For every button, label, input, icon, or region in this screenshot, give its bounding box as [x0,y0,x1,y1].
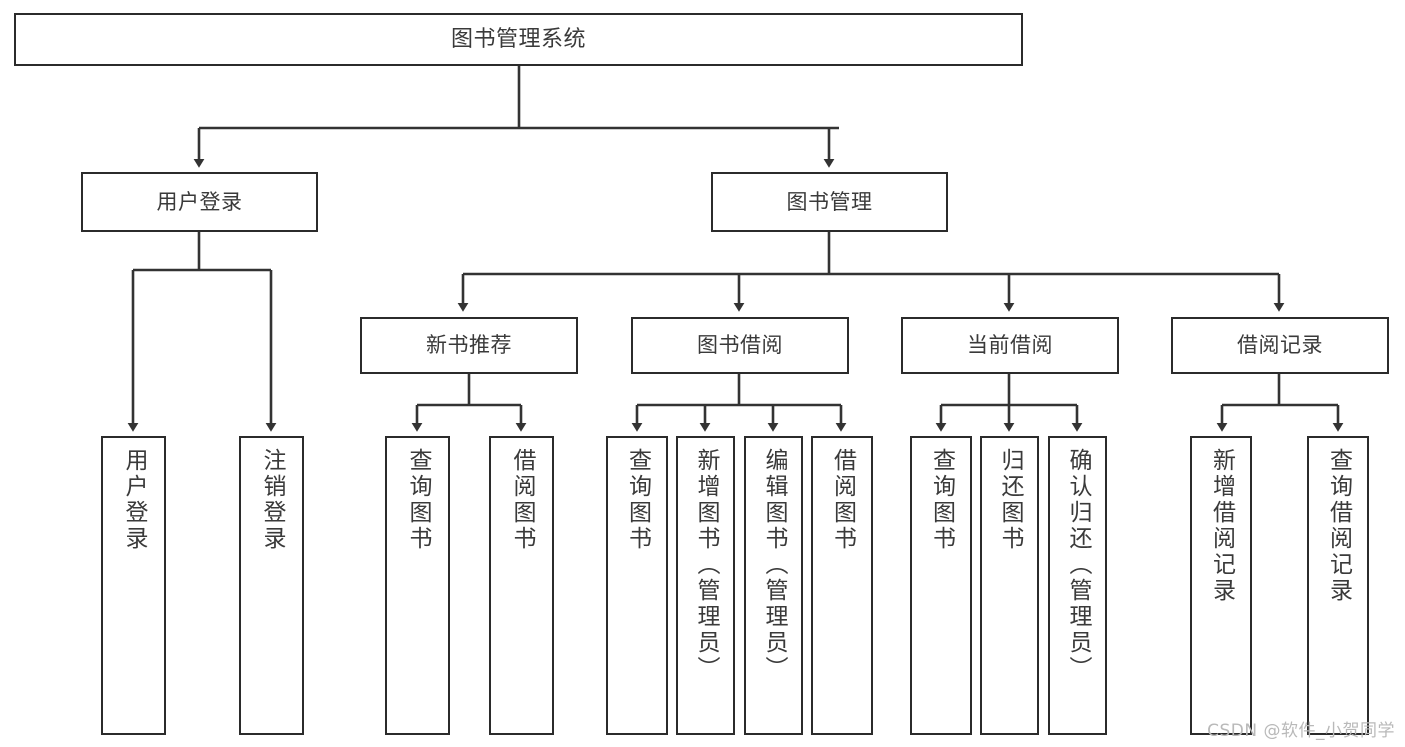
node-book-manage-label: 图书管理 [786,189,873,214]
node-book-borrow-label: 图书借阅 [697,333,783,358]
node-borrow-record[interactable]: 借阅记录 [1171,317,1389,374]
node-new-book-rec[interactable]: 新书推荐 [360,317,578,374]
node-leaf-add-record[interactable]: 新增借阅记录 [1190,436,1252,735]
node-leaf-confirm-return-label: 确认归还（管理员） [1065,448,1091,682]
node-root-label: 图书管理系统 [450,26,586,52]
node-leaf-query-book-2[interactable]: 查询图书 [606,436,668,735]
node-leaf-return-book[interactable]: 归还图书 [980,436,1039,735]
node-user-login-label: 用户登录 [156,189,243,214]
node-leaf-query-book-1[interactable]: 查询图书 [385,436,450,735]
node-leaf-logout-label: 注销登录 [259,448,285,552]
node-leaf-borrow-book-1-label: 借阅图书 [509,448,535,552]
node-book-borrow[interactable]: 图书借阅 [631,317,849,374]
node-borrow-record-label: 借阅记录 [1237,333,1323,358]
node-leaf-add-book[interactable]: 新增图书（管理员） [676,436,735,735]
node-book-manage[interactable]: 图书管理 [711,172,948,232]
node-leaf-query-record-label: 查询借阅记录 [1325,448,1352,604]
node-leaf-edit-book[interactable]: 编辑图书（管理员） [744,436,803,735]
node-leaf-borrow-book-1[interactable]: 借阅图书 [489,436,554,735]
node-leaf-borrow-book-2[interactable]: 借阅图书 [811,436,873,735]
node-leaf-query-record[interactable]: 查询借阅记录 [1307,436,1369,735]
node-leaf-query-book-3[interactable]: 查询图书 [910,436,972,735]
node-leaf-add-record-label: 新增借阅记录 [1208,448,1235,604]
node-leaf-add-book-label: 新增图书（管理员） [693,448,719,682]
node-leaf-user-login-label: 用户登录 [121,448,147,552]
node-leaf-query-book-3-label: 查询图书 [928,448,955,552]
node-leaf-borrow-book-2-label: 借阅图书 [829,448,856,552]
node-leaf-return-book-label: 归还图书 [997,448,1023,552]
node-leaf-query-book-1-label: 查询图书 [405,448,431,552]
node-leaf-logout[interactable]: 注销登录 [239,436,304,735]
node-root[interactable]: 图书管理系统 [14,13,1023,66]
node-leaf-query-book-2-label: 查询图书 [624,448,651,552]
node-user-login[interactable]: 用户登录 [81,172,318,232]
node-leaf-edit-book-label: 编辑图书（管理员） [761,448,787,682]
node-new-book-rec-label: 新书推荐 [426,333,512,358]
node-leaf-confirm-return[interactable]: 确认归还（管理员） [1048,436,1107,735]
node-current-borrow-label: 当前借阅 [967,333,1053,358]
node-current-borrow[interactable]: 当前借阅 [901,317,1119,374]
node-leaf-user-login[interactable]: 用户登录 [101,436,166,735]
csdn-watermark: CSDN @软件_小贺同学 [1207,721,1395,741]
